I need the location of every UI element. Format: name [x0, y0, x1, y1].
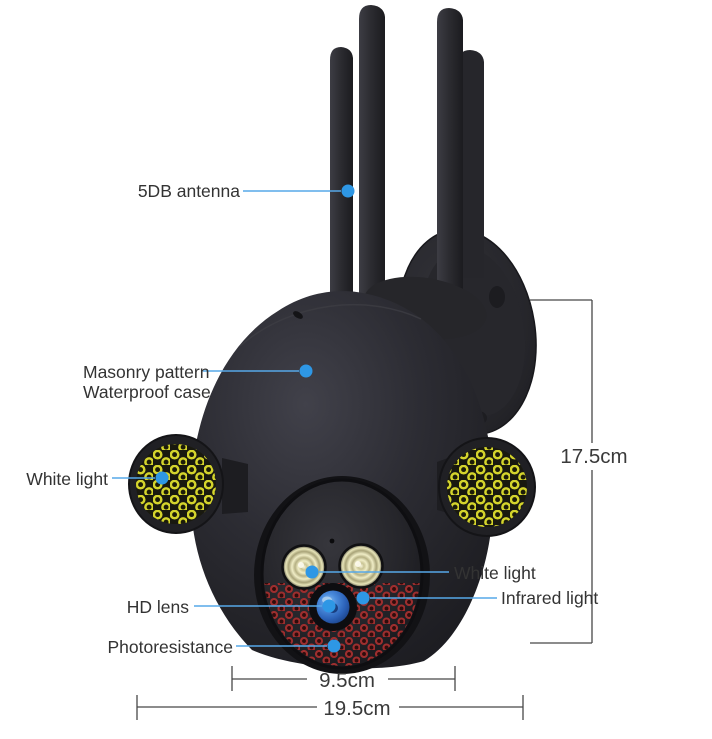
callout-dot-hd-lens [322, 599, 336, 613]
callout-dot-white-light-right [305, 565, 319, 579]
floodlight-right-leds [447, 447, 527, 527]
label-width-19-5cm: 19.5cm [323, 697, 390, 720]
dimension-total-width [136, 695, 524, 720]
dimension-lens-width [231, 666, 456, 691]
dome-vent [293, 311, 303, 319]
antenna-2 [359, 5, 385, 302]
dimension-lines [136, 299, 593, 720]
callout-dot-white-light-left [155, 471, 169, 485]
callout-dot-photoresistance [327, 639, 341, 653]
antenna-3 [437, 8, 463, 305]
callouts [112, 184, 497, 653]
antennas [330, 5, 484, 305]
label-5db-antenna: 5DB antenna [138, 181, 240, 201]
floodlight-left-arm [222, 458, 248, 514]
label-waterproof-case: Waterproof case [83, 382, 211, 402]
dimension-height [530, 299, 593, 644]
spotlight-left [281, 544, 327, 590]
label-masonry-pattern: Masonry pattern [83, 362, 209, 382]
callout-dot-infrared [356, 591, 370, 605]
label-white-light-left: White light [26, 469, 108, 489]
antenna-1 [330, 47, 353, 302]
antenna-4 [458, 50, 484, 278]
label-width-9-5cm: 9.5cm [319, 669, 375, 692]
callout-dot-antenna [341, 184, 355, 198]
label-white-light-right: White light [454, 563, 536, 583]
camera-head [254, 476, 430, 674]
callout-dot-case [299, 364, 313, 378]
dome-seam [239, 303, 422, 347]
label-infrared-light: Infrared light [501, 588, 598, 608]
mic-hole [329, 538, 335, 544]
floodlight-left [128, 434, 248, 534]
label-photoresistance: Photoresistance [108, 637, 234, 657]
spotlight-right [338, 543, 384, 589]
label-texts: 5DB antenna Masonry pattern Waterproof c… [26, 181, 627, 720]
floodlight-right [437, 437, 536, 537]
floodlight-left-leds [136, 444, 216, 524]
label-hd-lens: HD lens [127, 597, 189, 617]
label-height-17-5cm: 17.5cm [560, 445, 627, 468]
